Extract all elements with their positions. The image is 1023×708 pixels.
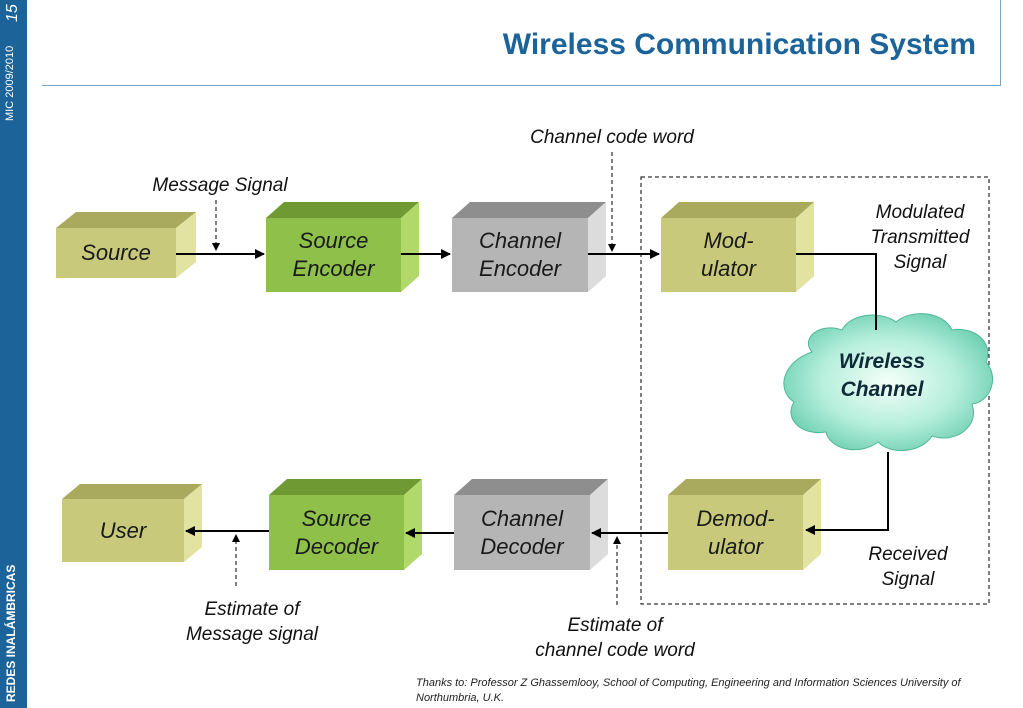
title-divider [42,85,1000,86]
channel-encoder-line-1: Channel [479,228,561,253]
received-signal-line-1: Received [868,544,948,565]
line-modulator-to-channel [796,253,877,330]
wireless-channel-cloud [783,313,994,452]
credit-note: Thanks to: Professor Z Ghassemlooy, Scho… [416,677,961,704]
channel-encoder-label: Channel Encoder [452,227,588,283]
title-vertical-divider [1000,0,1001,86]
estimate-message-annotation: Estimate of Message signal [152,597,352,647]
wireless-channel-line-2: Channel [840,378,924,401]
page-title: Wireless Communication System [502,28,976,61]
modulator-label: Mod- ulator [661,227,796,283]
source-decoder-label: Source Decoder [269,505,404,561]
source-decoder-line-1: Source [301,506,372,531]
user-block [62,484,202,562]
modulated-signal-line-1: Modulated [875,202,965,223]
demodulator-line-1: Demod- [696,506,775,531]
estimate-message-line-2: Message signal [185,624,319,645]
modulator-line-1: Mod- [703,228,754,253]
source-encoder-block [266,202,419,292]
demodulator-block [668,479,821,570]
channel-encoder-block [452,202,606,292]
estimate-message-line-1: Estimate of [204,599,300,620]
demodulator-label: Demod- ulator [668,505,803,561]
message-signal-annotation: Message Signal [152,175,288,196]
channel-code-word-annotation: Channel code word [530,127,694,148]
source-decoder-block [269,479,422,570]
source-encoder-label: Source Encoder [266,227,401,283]
line-channel-to-demodulator [805,452,889,535]
sidebar: 15 MIC 2009/2010 REDES INALÁMBRICAS [0,0,27,708]
source-block [56,212,196,278]
modulated-signal-annotation: Modulated Transmitted Signal [850,200,990,275]
modulated-signal-line-3: Signal [893,252,947,273]
channel-decoder-block [454,479,608,570]
estimate-code-word-annotation: Estimate of channel code word [510,613,720,663]
channel-decoder-label: Channel Decoder [454,505,590,561]
modulator-line-2: ulator [700,256,757,281]
estimate-code-word-line-2: channel code word [535,640,695,661]
source-encoder-line-2: Encoder [292,256,375,281]
modulator-block [661,202,814,292]
source-label: Source [81,240,151,265]
wireless-channel-line-1: Wireless [838,350,926,373]
user-label: User [99,518,147,543]
source-decoder-line-2: Decoder [294,534,379,559]
channel-decoder-line-1: Channel [481,506,563,531]
wireless-channel-label: Wireless Channel [800,348,964,404]
estimate-code-word-line-1: Estimate of [567,615,663,636]
received-signal-line-2: Signal [881,569,935,590]
modulated-signal-line-2: Transmitted [870,227,970,248]
received-signal-annotation: Received Signal [848,542,968,592]
channel-encoder-line-2: Encoder [479,256,561,281]
channel-decoder-line-2: Decoder [480,534,564,559]
demodulator-line-2: ulator [707,534,764,559]
source-encoder-line-1: Source [298,228,369,253]
